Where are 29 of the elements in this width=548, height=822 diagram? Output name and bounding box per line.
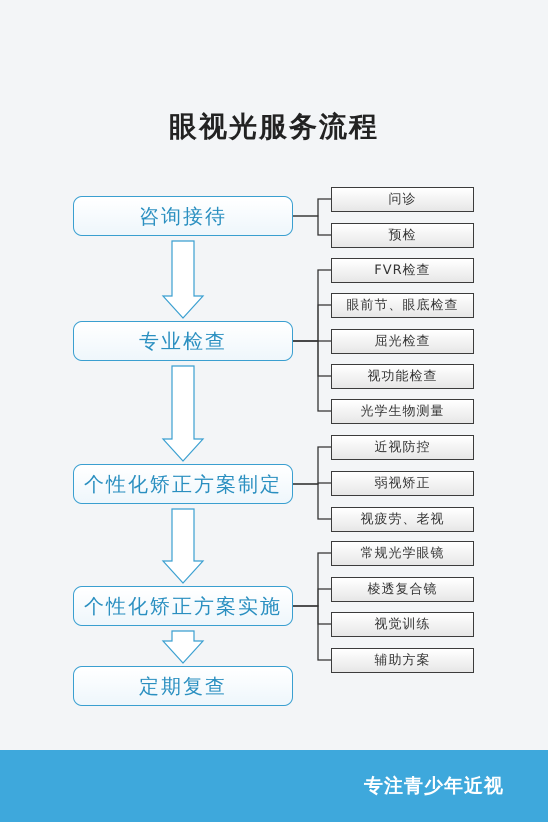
footer-band: 专注青少年近视	[0, 750, 548, 822]
item-box: 光学生物测量	[331, 398, 474, 424]
item-box: FVR检查	[331, 258, 474, 282]
process-box: 专业检查	[73, 321, 293, 361]
connector-line	[293, 215, 331, 236]
process-box: 个性化矫正方案制定	[73, 464, 293, 504]
title: 眼视光服务流程	[168, 109, 380, 145]
item-box: 常规光学眼镜	[331, 540, 474, 566]
item-box: 近视防控	[331, 434, 474, 460]
item-box: 弱视矫正	[331, 470, 474, 496]
item-box: 问诊	[331, 186, 474, 212]
connector-line	[293, 605, 331, 661]
process-box: 个性化矫正方案实施	[73, 586, 293, 626]
connector-line	[293, 340, 331, 412]
item-box: 辅助方案	[331, 648, 474, 672]
item-box: 预检	[331, 222, 474, 248]
connector-line	[293, 483, 331, 520]
block-arrow	[162, 365, 204, 462]
block-arrow	[162, 240, 204, 319]
block-arrow	[162, 630, 204, 664]
block-arrow	[162, 508, 204, 584]
item-box: 眼前节、眼底检查	[331, 292, 474, 318]
item-box: 屈光检查	[331, 328, 474, 354]
item-box: 视疲劳、老视	[331, 506, 474, 532]
item-box: 棱透复合镜	[331, 576, 474, 602]
item-box: 视觉训练	[331, 612, 474, 636]
process-box: 咨询接待	[73, 196, 293, 236]
process-box: 定期复查	[73, 666, 293, 706]
item-box: 视功能检查	[331, 364, 474, 388]
